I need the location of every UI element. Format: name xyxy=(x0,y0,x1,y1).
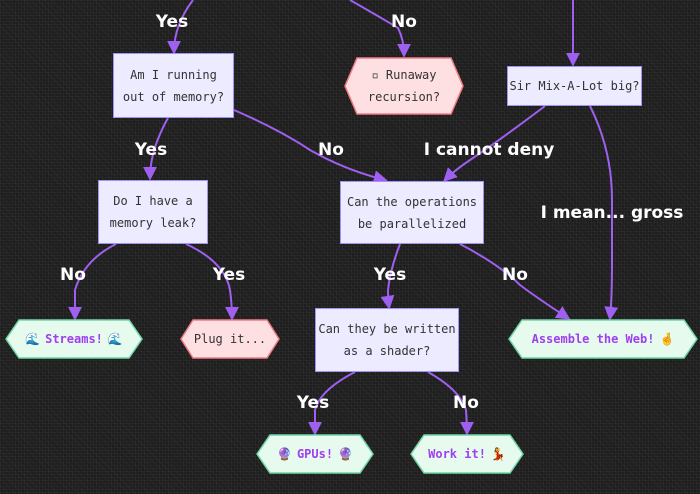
assemble-shape xyxy=(508,319,698,359)
edge-leak-yes xyxy=(185,243,239,321)
wave-icon: 🌊 xyxy=(25,332,41,346)
node-streams[interactable]: 🌊 Streams! 🌊 xyxy=(6,320,142,358)
node-plug-it-text: Plug it... xyxy=(193,332,267,346)
node-parallelized-line1: Can the operations xyxy=(346,194,478,209)
edge-label-shader-yes: Yes xyxy=(296,393,330,413)
node-memory-leak-line2: memory leak? xyxy=(109,216,197,230)
wave-icon: 🌊 xyxy=(107,332,123,346)
node-shader-line2: as a shader? xyxy=(343,344,431,358)
edge-leak-no xyxy=(68,243,117,321)
runaway-shape xyxy=(344,57,464,115)
node-runaway[interactable]: ▫ Runaway recursion? xyxy=(345,58,463,114)
edge-par-yes xyxy=(380,243,401,310)
node-shader-line1: Can they be written xyxy=(318,322,456,336)
edge-label-shader-no: No xyxy=(453,393,479,413)
node-work-it[interactable]: Work it! 💃 xyxy=(411,435,523,473)
edge-cannot-deny xyxy=(443,105,546,182)
node-memory-question-line1: Am I running xyxy=(130,67,217,82)
node-sir-mix-text: Sir Mix-A-Lot big? xyxy=(509,79,640,93)
node-shader[interactable]: Can they be written as a shader? xyxy=(315,308,459,372)
node-gpus-text: GPUs! xyxy=(296,447,334,461)
edge-label-top-no: No xyxy=(391,12,417,32)
dancer-icon: 💃 xyxy=(490,447,506,461)
edge-label-top-yes: Yes xyxy=(155,12,189,32)
edge-par-no xyxy=(459,243,571,320)
node-gpus[interactable]: 🔮 GPUs! 🔮 xyxy=(257,435,373,473)
node-plug-it[interactable]: Plug it... xyxy=(181,320,279,358)
node-memory-leak-line1: Do I have a xyxy=(113,194,193,208)
plug-it-shape xyxy=(180,319,280,359)
node-memory-leak[interactable]: Do I have a memory leak? xyxy=(98,180,208,244)
edge-mean-gross xyxy=(589,105,619,321)
work-it-shape xyxy=(410,434,524,474)
node-runaway-line1: ▫ Runaway xyxy=(371,68,437,82)
edge-label-leak-no: No xyxy=(60,265,86,285)
node-memory-question[interactable]: Am I running out of memory? xyxy=(113,53,234,118)
crystal-ball-icon: 🔮 xyxy=(276,447,292,461)
node-assemble-text: Assemble the Web! xyxy=(531,332,655,346)
node-parallelized-line2: be parallelized xyxy=(357,216,467,231)
edge-label-cannot-deny: I cannot deny xyxy=(423,140,555,160)
edge-label-par-yes: Yes xyxy=(373,265,407,285)
edge-shader-no xyxy=(427,371,474,436)
node-runaway-line2: recursion? xyxy=(367,90,441,104)
edge-shader-yes xyxy=(308,371,356,436)
gpus-shape xyxy=(256,434,374,474)
edge-label-par-no: No xyxy=(502,265,528,285)
edge-top-no xyxy=(349,0,411,58)
node-work-it-text: Work it! xyxy=(428,447,486,461)
node-streams-text: Streams! xyxy=(45,332,103,346)
node-assemble[interactable]: Assemble the Web! 🤞 xyxy=(509,320,697,358)
edge-label-leak-yes: Yes xyxy=(212,265,246,285)
streams-shape xyxy=(5,319,143,359)
node-sir-mix[interactable]: Sir Mix-A-Lot big? xyxy=(507,66,642,106)
edge-label-mem-no: No xyxy=(318,140,344,160)
edge-label-mean-gross: I mean... gross xyxy=(540,203,684,223)
node-parallelized[interactable]: Can the operations be parallelized xyxy=(340,181,484,244)
node-memory-question-line2: out of memory? xyxy=(122,89,225,104)
crystal-ball-icon: 🔮 xyxy=(338,447,354,461)
edge-label-mem-yes: Yes xyxy=(134,140,168,160)
edge-top-yes xyxy=(167,0,194,55)
edge-mem-yes xyxy=(143,117,169,181)
fingers-crossed-icon: 🤞 xyxy=(659,332,675,346)
edge-mem-no xyxy=(233,109,388,185)
